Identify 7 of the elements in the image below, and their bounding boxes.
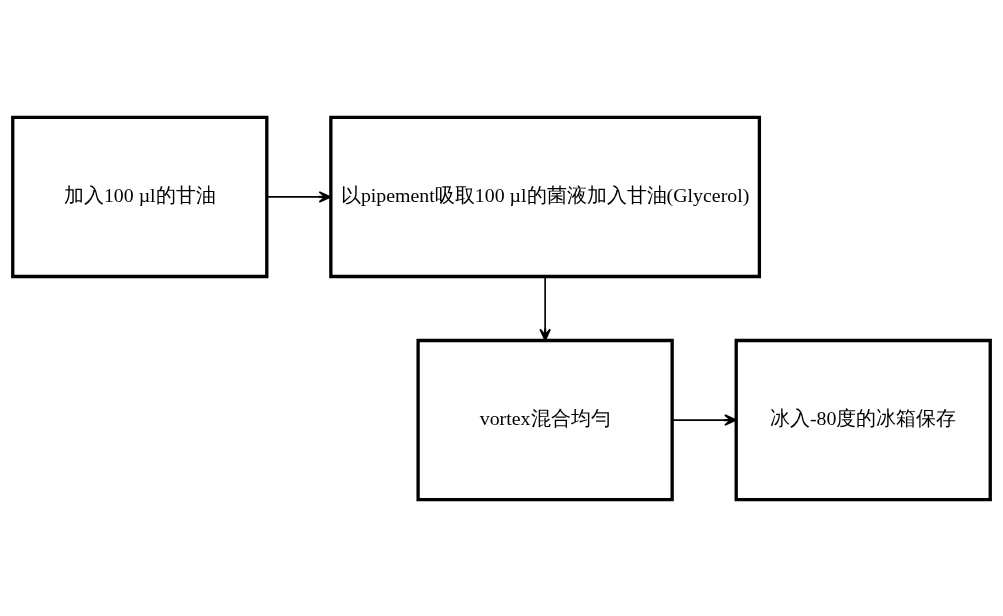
node-box: 加入100 µl的甘油 (11, 115, 269, 278)
node-box: 以pipement吸取100 µl的菌液加入甘油(Glycerol) (329, 115, 762, 278)
node-box: 冰入-80度的冰箱保存 (734, 338, 992, 501)
arrow (539, 275, 551, 341)
node-box: vortex混合均勻 (416, 338, 674, 501)
arrow (671, 413, 737, 426)
arrow (266, 190, 332, 203)
